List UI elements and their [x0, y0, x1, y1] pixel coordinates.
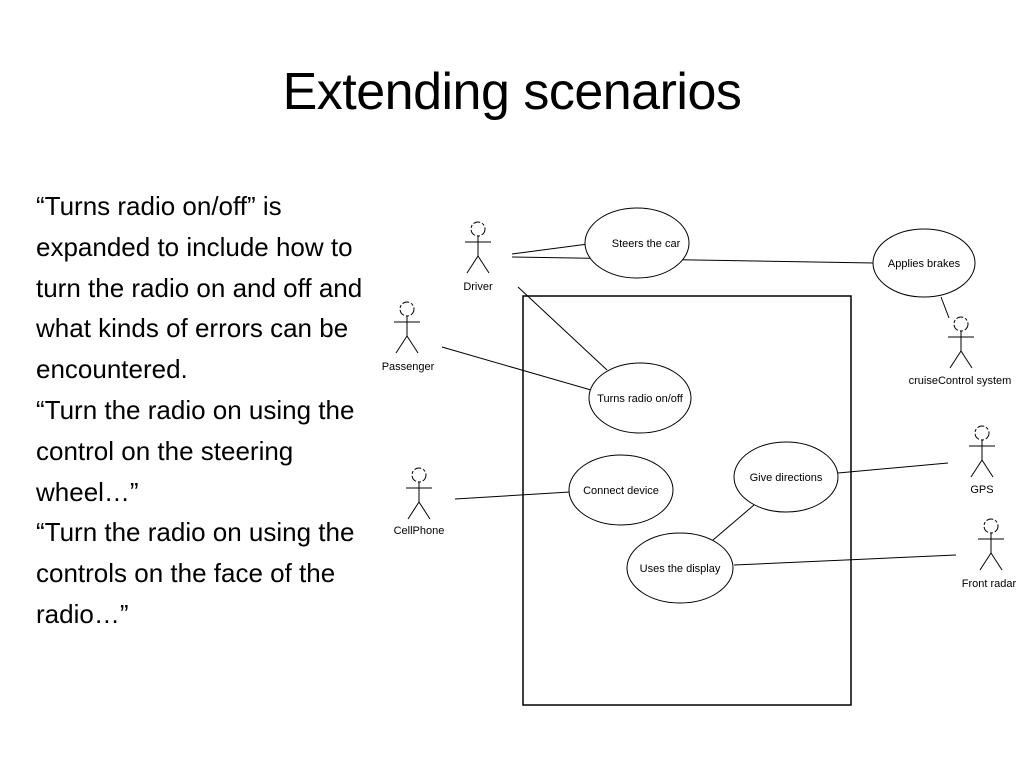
use-case-ellipse: [872, 228, 976, 298]
assoc-cellphone-connect: [454, 491, 571, 500]
use-case-label: Connect device: [583, 485, 659, 497]
actor-label: Driver: [463, 281, 493, 293]
assoc-passenger-radio: [441, 346, 592, 391]
assoc-brakes-cruise: [940, 296, 950, 319]
actor-label: cruiseControl system: [909, 375, 1012, 387]
use-case-display: Uses the display: [626, 532, 734, 604]
use-case-steers: Steers the car: [584, 207, 690, 279]
slide-title: Extending scenarios: [282, 63, 742, 121]
actor-driver: Driver: [463, 221, 493, 293]
use-case-ellipse: [588, 362, 692, 434]
use-case-ellipse: [626, 532, 734, 604]
body-paragraph: “Turn the radio on using the control on …: [36, 394, 355, 507]
assoc-driver-steers: [511, 243, 589, 255]
use-case-directions: Give directions: [733, 441, 839, 513]
use-case-ellipse: [584, 207, 690, 279]
use-case-connect: Connect device: [568, 454, 674, 526]
use-case-label: Steers the car: [612, 238, 681, 250]
actor-label: CellPhone: [394, 525, 445, 537]
stick-figure-icon: [978, 518, 1004, 571]
actor-front-radar: Front radar: [962, 518, 1017, 590]
stick-figure-icon: [465, 221, 491, 274]
actor-cellphone: CellPhone: [394, 467, 445, 537]
actor-label: Passenger: [382, 361, 435, 373]
actor-cruise-control: cruiseControl system: [909, 316, 1012, 387]
use-case-label: Turns radio on/off: [597, 393, 684, 405]
actor-gps: GPS: [969, 425, 995, 496]
body-text: “Turns radio on/off” is expanded to incl…: [36, 186, 376, 635]
assoc-display-radar: [733, 554, 957, 566]
stick-figure-icon: [406, 467, 432, 520]
use-case-label: Uses the display: [640, 563, 721, 575]
stick-figure-icon: [394, 301, 420, 354]
actor-passenger: Passenger: [382, 301, 435, 373]
associations: [441, 243, 957, 566]
use-case-brakes: Applies brakes: [872, 228, 976, 298]
stick-figure-icon: [948, 316, 974, 369]
system-boundary: [522, 295, 852, 706]
actor-label: Front radar: [962, 578, 1017, 590]
use-case-label: Applies brakes: [888, 258, 961, 270]
body-paragraph: “Turns radio on/off” is expanded to incl…: [36, 191, 363, 385]
use-case-radio: Turns radio on/off: [588, 362, 692, 434]
assoc-driver-brakes: [511, 256, 875, 264]
actor-label: GPS: [970, 484, 993, 496]
use-case-ellipse: [568, 454, 674, 526]
use-case-ellipse: [733, 441, 839, 513]
use-case-label: Give directions: [750, 472, 823, 484]
assoc-driver-radio: [517, 286, 608, 371]
assoc-directions-gps: [837, 462, 949, 474]
assoc-directions-display: [712, 504, 755, 541]
stick-figure-icon: [969, 425, 995, 478]
body-paragraph: “Turn the radio on using the controls on…: [36, 517, 355, 629]
